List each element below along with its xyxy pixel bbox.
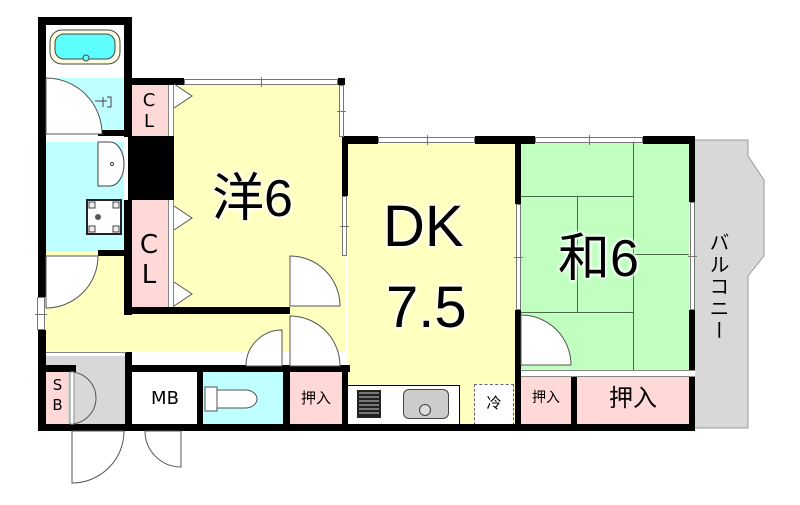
wall (38, 17, 46, 297)
oshiire-large (577, 375, 689, 425)
washbasin-icon (97, 141, 125, 187)
entrance-step (46, 352, 126, 356)
wall (124, 78, 184, 85)
wall (571, 370, 577, 430)
closet-bottom-label: CL (132, 230, 166, 296)
wall (124, 17, 132, 137)
wall (338, 78, 345, 85)
wall (46, 365, 76, 372)
oshiire-small-label: 押入 (532, 390, 560, 406)
wall (689, 136, 695, 202)
pillar (128, 136, 174, 200)
door-washroom (45, 255, 99, 309)
dk-label-line2: 7.5 (386, 275, 467, 340)
stove-icon (357, 390, 381, 418)
wall (515, 136, 521, 204)
window-dk-japanese (514, 204, 523, 310)
window-western-right (337, 85, 346, 137)
closet-top-label: CL (132, 90, 166, 136)
wall (342, 136, 378, 144)
closet-fold-icon (173, 83, 193, 307)
door-bathroom (45, 77, 103, 135)
toilet-icon (204, 386, 258, 412)
shoe-box (46, 372, 68, 424)
dining-kitchen (348, 143, 518, 425)
door-meter-box (144, 430, 182, 468)
wall (38, 424, 695, 431)
door-western (289, 255, 341, 307)
window-japanese-right (688, 202, 697, 310)
closet-door-strip-bottom (168, 200, 174, 307)
tatami-line (633, 143, 634, 371)
wall (125, 365, 350, 372)
window-dk-top (378, 135, 475, 145)
closet-top-text: CL (138, 90, 160, 132)
wall (342, 136, 348, 196)
shower-faucet-icon (95, 96, 112, 108)
wall (124, 200, 132, 315)
meter-box (133, 372, 197, 424)
western-room-label: 洋6 (212, 170, 293, 228)
shoe-box-text: SB (48, 376, 67, 416)
window-japanese-top (535, 135, 643, 145)
oshiire-large-label: 押入 (609, 384, 657, 412)
wall (283, 365, 290, 430)
bathtub-icon (49, 29, 121, 65)
shoe-box-doors (69, 371, 97, 425)
balcony (691, 139, 765, 429)
oshiire-dk-label: 押入 (300, 389, 331, 407)
balcony-label: バルコニー (706, 232, 730, 342)
shoe-box-label: SB (46, 376, 68, 419)
closet-bottom-text: CL (134, 230, 164, 290)
wall (475, 136, 535, 144)
window-western-top (184, 77, 338, 87)
closet-door-strip-top (168, 84, 174, 136)
wall (98, 130, 128, 136)
window-hall-left (35, 297, 47, 330)
wall (643, 136, 695, 144)
door-entrance (71, 430, 125, 484)
wall (124, 307, 290, 314)
oshiire-dk (290, 372, 342, 424)
tatami-line (577, 196, 578, 312)
washing-machine-icon (86, 199, 122, 235)
door-dk (289, 315, 341, 367)
window-dk-left (340, 196, 349, 256)
wall (38, 330, 46, 430)
wall (125, 352, 132, 430)
meter-box-label: MB (151, 388, 179, 409)
wall (515, 310, 521, 430)
oshiire-small (521, 375, 571, 425)
door-toilet (245, 329, 283, 367)
door-japanese (520, 314, 572, 366)
wall (38, 17, 132, 25)
japanese-room-label: 和6 (558, 230, 639, 288)
closet-top (130, 84, 168, 136)
wall (98, 250, 128, 256)
wall (521, 370, 695, 377)
fridge-label: 冷 (486, 394, 502, 412)
closet-bottom (130, 200, 168, 307)
tatami-line (633, 254, 689, 255)
wall (342, 370, 348, 430)
tatami-line (521, 312, 633, 313)
dk-label-line1: DK (383, 194, 464, 259)
wall (197, 365, 203, 430)
sink-drain-icon (419, 404, 431, 416)
